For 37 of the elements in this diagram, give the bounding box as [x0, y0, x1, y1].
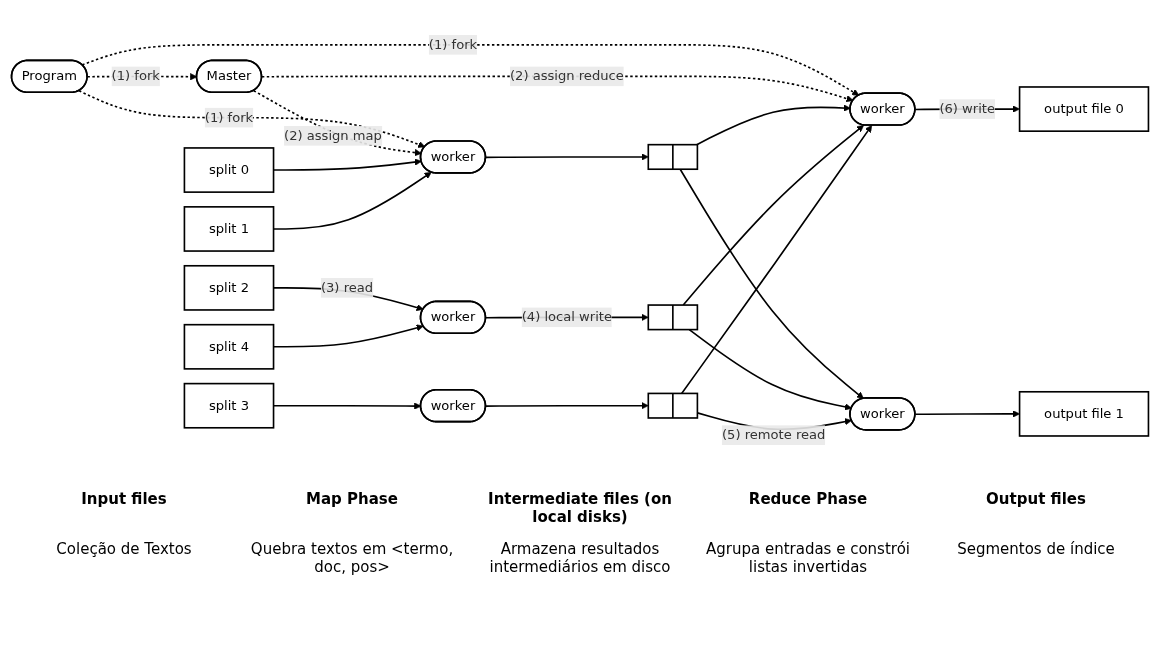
arrow	[679, 168, 864, 399]
edge-label: (2) assign map	[284, 127, 382, 144]
arrow	[680, 125, 873, 395]
column-heading: Intermediate files (on local disks)	[487, 490, 673, 526]
edge-label: (3) read	[320, 279, 374, 296]
arrow	[252, 89, 422, 157]
column-heading: Input files	[81, 490, 167, 510]
node-box: split 4	[183, 323, 275, 370]
node-box: output file 0	[1018, 86, 1150, 132]
column-description: Segmentos de índice	[957, 540, 1115, 560]
node-box: split 0	[183, 147, 275, 193]
edge-label: (6) write	[939, 100, 996, 117]
edge-label: (1) fork	[428, 36, 478, 53]
arrow	[682, 124, 864, 306]
arrow	[81, 44, 860, 96]
node-box: output file 1	[1018, 390, 1150, 437]
arrow	[695, 104, 851, 146]
node-box: split 1	[183, 206, 275, 252]
edge-label: (2) assign reduce	[509, 68, 624, 84]
edge-label: (1) fork	[111, 68, 160, 84]
column-description: Coleção de Textos	[56, 540, 192, 560]
column-description: Armazena resultados intermediários em disco	[488, 540, 672, 576]
column-heading: Map Phase	[306, 490, 398, 510]
column-heading: Reduce Phase	[748, 490, 868, 510]
arrow	[688, 328, 852, 411]
edge-label: (5) remote read	[721, 426, 826, 443]
edge-label: (1) fork	[204, 109, 254, 126]
column-description: Quebra textos em <termo, doc, pos>	[249, 540, 455, 576]
edge-label: (4) local write	[521, 309, 612, 325]
column-heading: Output files	[986, 490, 1086, 510]
arrow	[485, 153, 649, 161]
node-box: split 3	[183, 382, 275, 429]
node-box: split 2	[183, 264, 275, 311]
arrow	[485, 402, 649, 410]
column-description: Agrupa entradas e constrói listas invertidas	[705, 540, 911, 576]
arrow	[78, 89, 426, 148]
arrow	[914, 410, 1020, 418]
